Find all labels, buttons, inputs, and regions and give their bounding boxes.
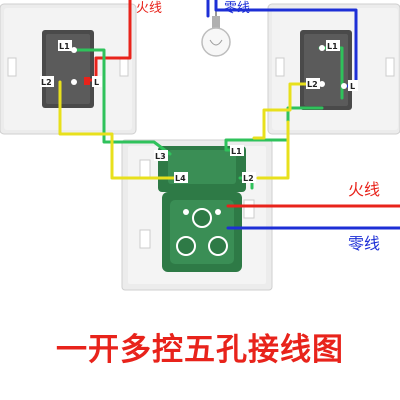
live-wire-label-right: 火线: [348, 180, 381, 199]
center-outlet-panel: [121, 139, 273, 291]
live-wire-label-top: 火线: [136, 1, 163, 16]
right-terminal-l1: L1: [327, 42, 338, 51]
left-switch-panel: [0, 3, 137, 135]
left-terminal-l1: L1: [59, 42, 70, 51]
left-terminal-l2: L2: [41, 78, 52, 87]
left-terminal-l: L: [94, 78, 99, 87]
terminal-labels: L1 L2 L L1 L2 L L3 L4 L1 L2: [40, 40, 358, 183]
traveler-yellow-wires: [58, 80, 318, 180]
right-terminal-l2: L2: [307, 80, 318, 89]
neutral-wire-label-top: 零线: [224, 1, 251, 16]
terminal-dots: [71, 45, 347, 89]
center-terminal-l3: L3: [155, 152, 166, 161]
neutral-wire-label-right: 零线: [348, 234, 381, 253]
center-terminal-l4: L4: [175, 174, 186, 183]
right-terminal-l: L: [350, 82, 355, 91]
center-terminal-l1: L1: [231, 147, 242, 156]
diagram-title: 一开多控五孔接线图: [56, 332, 344, 368]
right-switch-panel: [267, 3, 400, 135]
center-terminal-l2: L2: [243, 174, 254, 183]
